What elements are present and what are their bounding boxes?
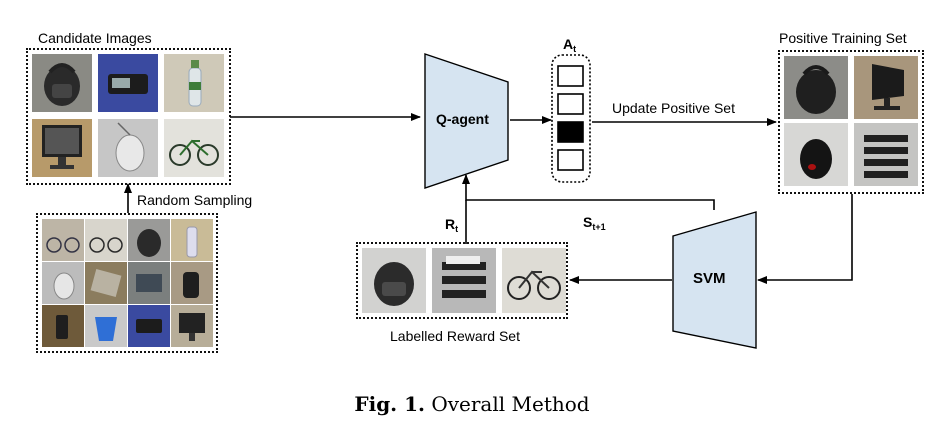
pool-image [42,262,84,304]
pool-image [171,305,213,347]
figure-caption: Fig. 1. Overall Method [0,392,944,416]
svm-label: SVM [693,270,726,287]
bicycle-image [164,119,224,177]
figure-number: Fig. 1. [354,392,425,416]
positive-training-set-label: Positive Training Set [779,30,907,46]
svm-shape [672,211,757,349]
reward-tray-image [432,248,496,313]
pool-image [171,219,213,261]
q-agent-label: Q-agent [436,111,489,127]
candidate-images-panel [26,48,231,185]
pool-image [128,262,170,304]
positive-training-set-panel [778,50,924,194]
q-agent-shape [424,53,509,189]
bottle-image [164,54,224,112]
action-slot [557,93,584,115]
action-slot [557,149,584,171]
positive-tray-image [854,123,918,186]
backpack-image [32,54,92,112]
pool-image [85,262,127,304]
pool-image [85,305,127,347]
pool-image [85,219,127,261]
labelled-reward-set-label: Labelled Reward Set [390,328,520,344]
pool-image [42,305,84,347]
arrow-state-to-qagent [462,174,715,210]
positive-backpack-image [784,56,848,119]
action-slot-selected [557,121,584,143]
mouse-image [98,119,158,177]
candidate-images-label: Candidate Images [38,30,152,46]
update-positive-set-label: Update Positive Set [612,100,735,116]
monitor-image [32,119,92,177]
pool-image [128,219,170,261]
phone-image [98,54,158,112]
labelled-reward-set-panel [356,242,568,319]
action-slot [557,65,584,87]
action-label: At [563,36,577,54]
reward-bicycle-image [502,248,566,313]
positive-mouse-image [784,123,848,186]
pool-image [128,305,170,347]
arrow-positive-to-svm [757,194,853,284]
figure-caption-text: Overall Method [431,392,590,416]
positive-monitor-image [854,56,918,119]
pool-image [42,219,84,261]
pool-image [171,262,213,304]
action-slots-box [551,54,591,183]
image-pool-panel [36,213,218,353]
reward-label: Rt [445,216,459,234]
reward-backpack-image [362,248,426,313]
random-sampling-label: Random Sampling [137,192,253,208]
state-label: St+1 [583,214,606,232]
